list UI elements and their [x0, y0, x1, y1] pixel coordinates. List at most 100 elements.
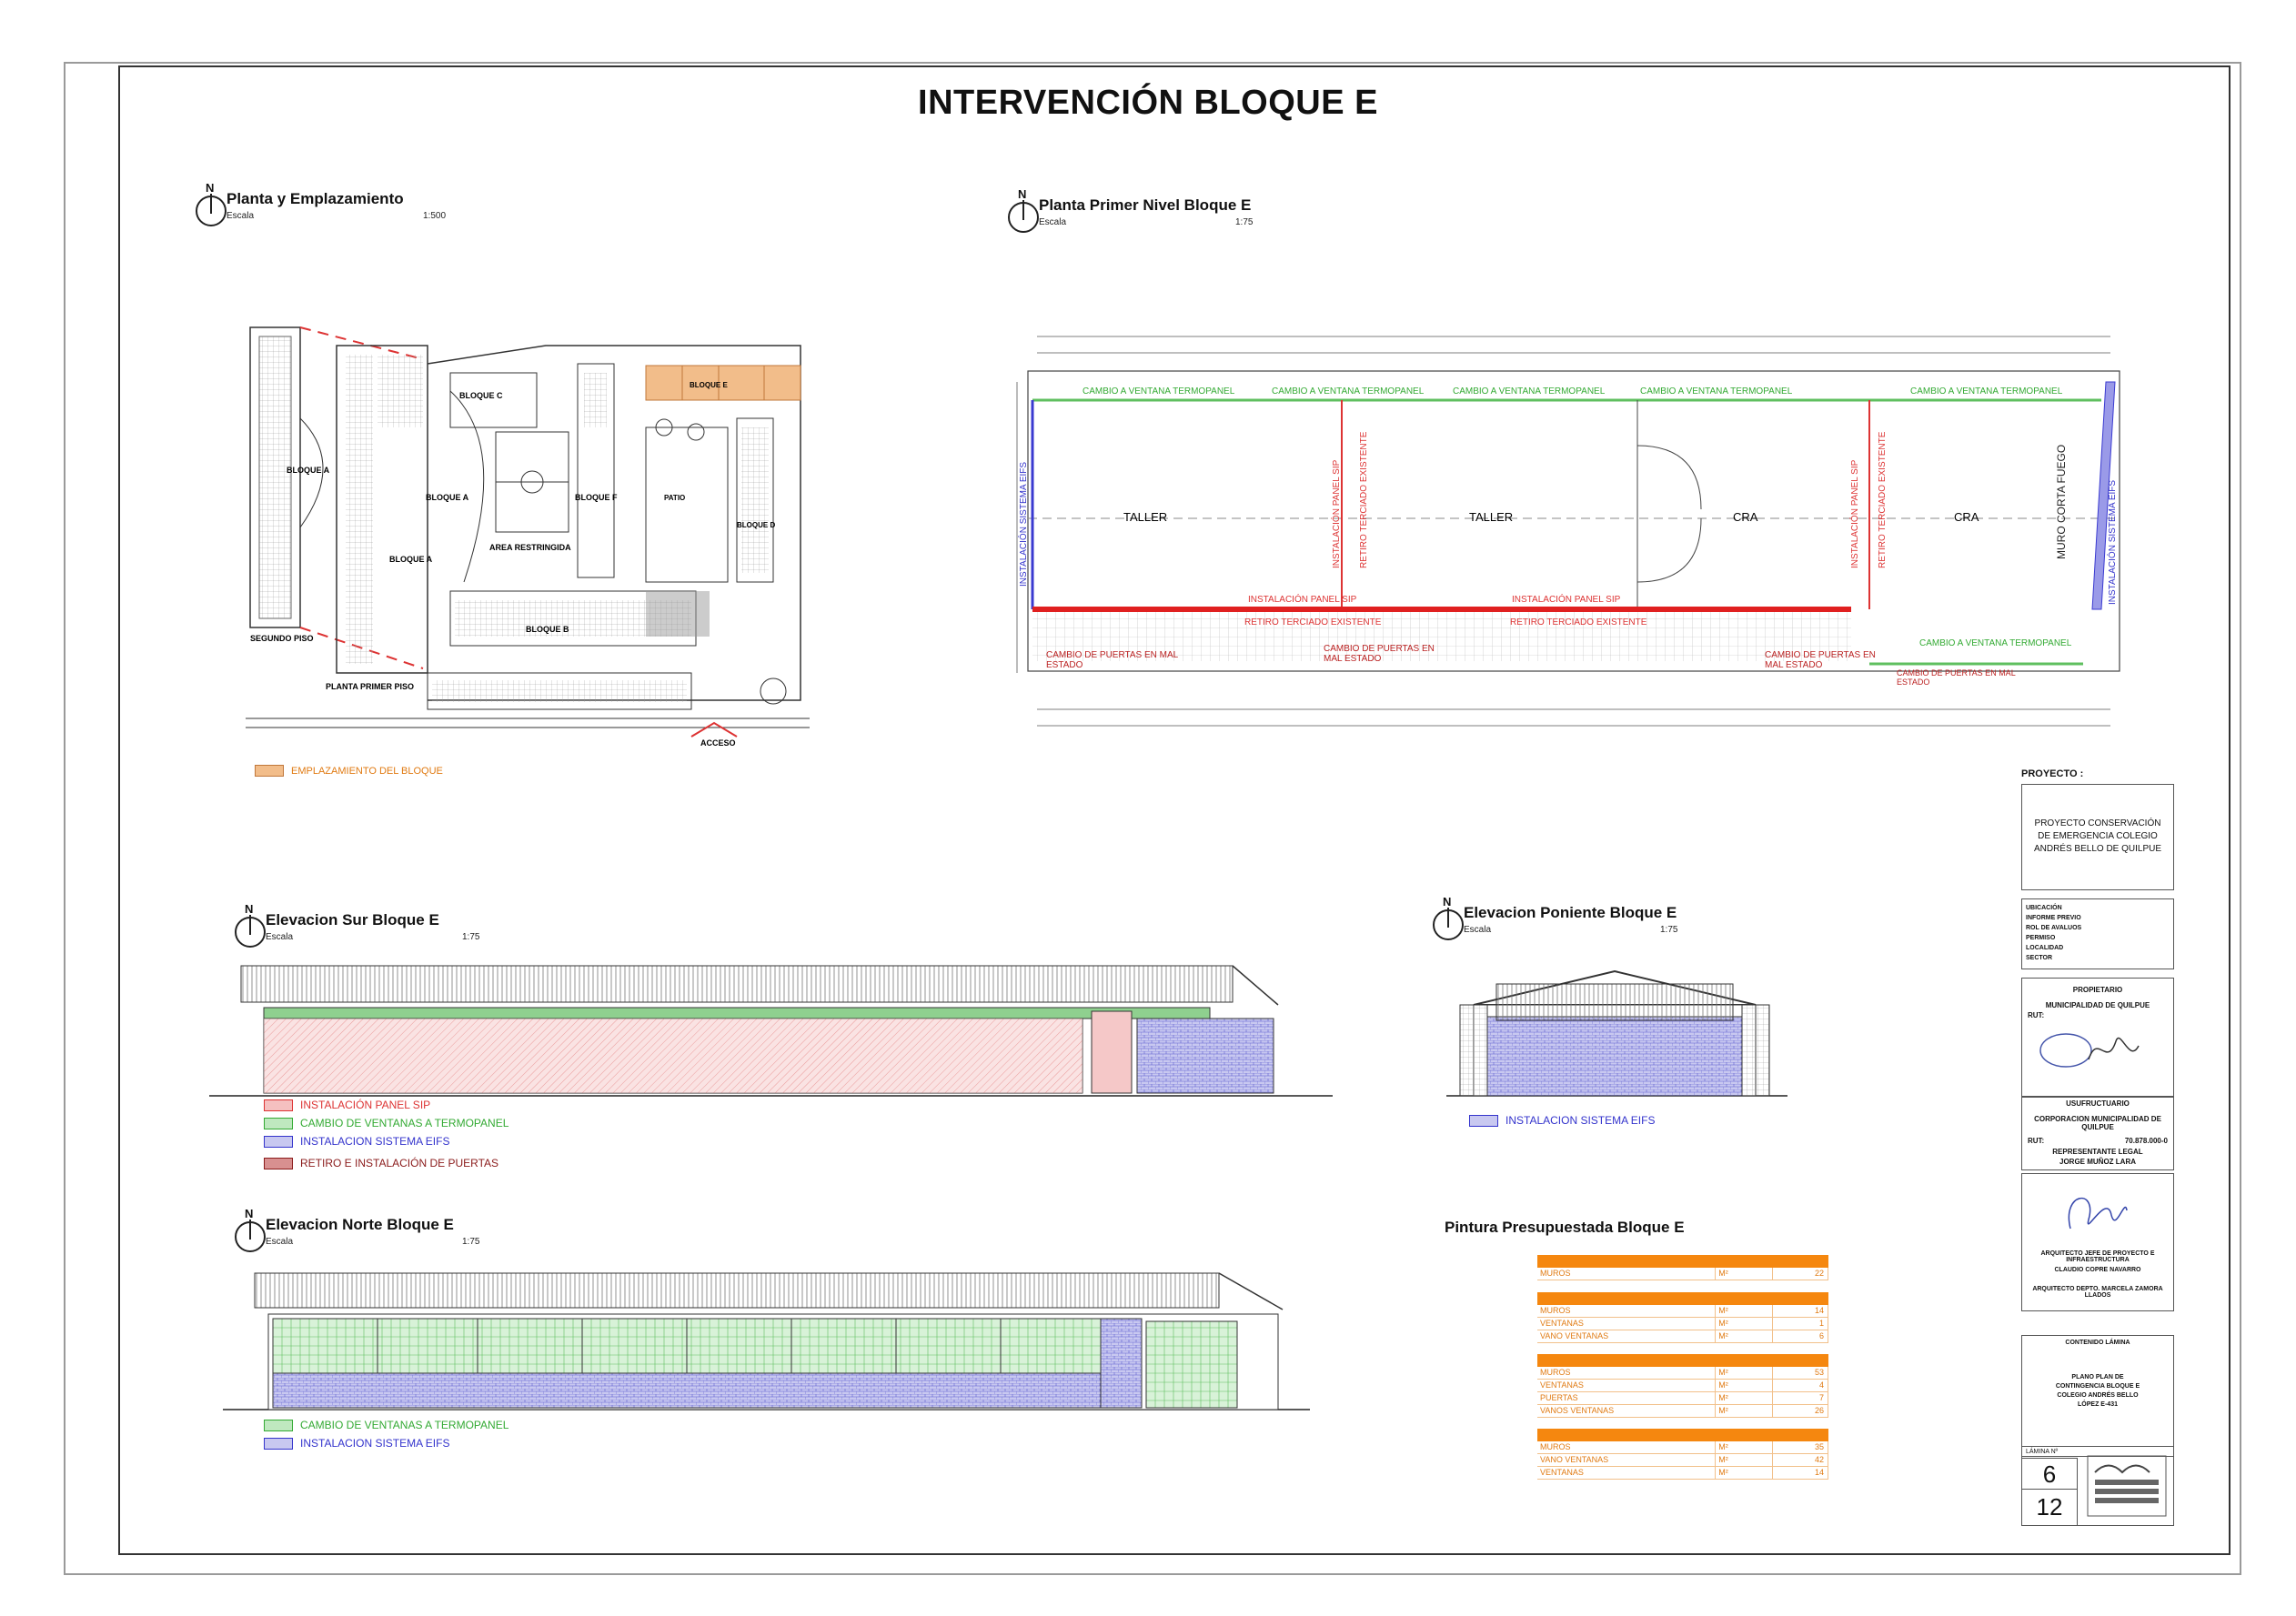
window-note: CAMBIO A VENTANA TERMOPANEL: [1910, 386, 2063, 396]
site-label: BLOQUE A: [426, 493, 469, 502]
paint-item: MUROS: [1537, 1441, 1717, 1453]
propietario-name: MUNICIPALIDAD DE QUILPUE: [2045, 1001, 2150, 1009]
paint-item: VENTANAS: [1537, 1380, 1717, 1391]
section-scale-label: Escala: [266, 1237, 294, 1247]
room-label: CRA: [1954, 510, 1979, 524]
lamina-number: 6: [2022, 1458, 2078, 1490]
window-note: CAMBIO A VENTANA TERMOPANEL: [1453, 386, 1606, 396]
legend-swatch: [255, 765, 284, 778]
title-block-propietario: PROPIETARIO MUNICIPALIDAD DE QUILPUE RUT…: [2021, 978, 2174, 1098]
site-label: BLOQUE B: [526, 625, 569, 634]
rut-label: RUT:: [2028, 1137, 2045, 1145]
retiro-note: RETIRO TERCIADO EXISTENTE: [1510, 617, 1647, 627]
paint-item: VANO VENTANAS: [1537, 1330, 1717, 1342]
site-label: BLOQUE C: [459, 391, 503, 400]
title-block-lamina: LÁMINA Nº 6 12: [2021, 1446, 2174, 1526]
site-label: PLANTA PRIMER PISO: [326, 682, 414, 691]
paint-unit: M²: [1716, 1367, 1774, 1379]
sip-note-vertical: INSTALACIÓN PANEL SIP: [1848, 459, 1860, 568]
contenido-text: PLANO PLAN DE CONTINGENCIA BLOQUE E COLE…: [2055, 1374, 2140, 1408]
legend-poniente: INSTALACION SISTEMA EIFS: [1469, 1114, 1655, 1132]
site-label: BLOQUE A: [389, 555, 433, 564]
window-note: CAMBIO A VENTANA TERMOPANEL: [1640, 386, 1793, 396]
elevacion-norte-drawing: [223, 1272, 1310, 1410]
usufructuario-name: CORPORACION MUNICIPALIDAD DE QUILPUE: [2034, 1115, 2161, 1131]
paint-unit: M²: [1716, 1454, 1774, 1466]
site-label: BLOQUE E: [690, 381, 728, 389]
section-scale-label: Escala: [1464, 925, 1492, 935]
paint-unit: M²: [1716, 1318, 1774, 1330]
signature-icon: [2068, 1197, 2128, 1230]
paint-item: MUROS: [1537, 1268, 1717, 1280]
section-title: Planta y Emplazamiento: [227, 190, 404, 207]
rut-label: RUT:: [2028, 1011, 2045, 1019]
section-scale-label: Escala: [1039, 217, 1067, 227]
paint-item: VENTANAS: [1537, 1467, 1717, 1479]
sheet-outer-frame: [64, 62, 2241, 1575]
section-scale: 1:75: [462, 932, 480, 942]
arquitecto-depto: ARQUITECTO DEPTO. MARCELA ZAMORA LLADOS: [2032, 1286, 2163, 1299]
site-label: SEGUNDO PISO: [250, 634, 314, 643]
pintura-title: Pintura Presupuestada Bloque E: [1445, 1219, 1685, 1236]
legend-text: INSTALACION SISTEMA EIFS: [1505, 1114, 1656, 1127]
info-label: INFORME PREVIO: [2026, 915, 2081, 921]
contenido-label: CONTENIDO LÁMINA: [2065, 1340, 2130, 1346]
legend-text: RETIRO E INSTALACIÓN DE PUERTAS: [300, 1157, 499, 1169]
paint-item: VANOS VENTANAS: [1537, 1405, 1717, 1417]
title-block-usufructuario: USUFRUCTUARIO CORPORACION MUNICIPALIDAD …: [2021, 1096, 2174, 1170]
floor-plan-drawing: TALLER TALLER CRA CRA CAMBIO A VENTANA T…: [1016, 336, 2120, 727]
room-label: CRA: [1733, 510, 1758, 524]
door-note: CAMBIO DE PUERTAS EN MAL ESTADO: [1765, 650, 1876, 670]
paint-unit: M²: [1716, 1441, 1774, 1453]
site-label: BLOQUE F: [575, 493, 618, 502]
info-label: PERMISO: [2026, 935, 2056, 941]
window-note: CAMBIO A VENTANA TERMOPANEL: [1272, 386, 1425, 396]
paint-qty: 26: [1773, 1405, 1828, 1417]
muro-note: MURO CORTA FUEGO: [2055, 445, 2068, 559]
section-scale-label: Escala: [266, 932, 294, 942]
legend-sur: INSTALACIÓN PANEL SIP CAMBIO DE VENTANAS…: [264, 1099, 509, 1175]
section-title: Elevacion Sur Bloque E: [266, 911, 439, 928]
section-scale: 1:75: [462, 1237, 480, 1247]
paint-unit: M²: [1716, 1268, 1774, 1280]
signature-stamp-icon: [2039, 1033, 2140, 1068]
section-scale: 1:75: [1235, 217, 1254, 227]
sheet-inner-frame: [118, 65, 2231, 1555]
paint-qty: 4: [1773, 1380, 1828, 1391]
info-label: UBICACIÓN: [2026, 905, 2062, 911]
title-block-proyecto: PROYECTO CONSERVACIÓN DE EMERGENCIA COLE…: [2021, 784, 2174, 890]
title-block-arquitecto: ARQUITECTO JEFE DE PROYECTO E INFRAESTRU…: [2021, 1173, 2174, 1311]
corporacion-logo-icon: [2087, 1455, 2167, 1517]
door-note: CAMBIO DE PUERTAS EN MAL ESTADO: [1324, 644, 1435, 664]
representante-name: JORGE MUÑOZ LARA: [2059, 1158, 2136, 1166]
sip-note-vertical: INSTALACIÓN PANEL SIP: [1330, 459, 1342, 568]
paint-item: PUERTAS: [1537, 1392, 1717, 1404]
paint-qty: 7: [1773, 1392, 1828, 1404]
legend-text: CAMBIO DE VENTANAS A TERMOPANEL: [300, 1419, 509, 1431]
site-label: BLOQUE D: [737, 521, 775, 529]
sip-note: INSTALACIÓN PANEL SIP: [1248, 593, 1357, 605]
lamina-total: 12: [2022, 1489, 2078, 1525]
site-label: AREA RESTRINGIDA: [489, 543, 571, 552]
door-note: CAMBIO DE PUERTAS EN MAL ESTADO: [1897, 668, 2016, 687]
representante-label: REPRESENTANTE LEGAL: [2052, 1148, 2143, 1156]
paint-item: MUROS: [1537, 1367, 1717, 1379]
section-scale: 1:75: [1660, 925, 1678, 935]
info-label: ROL DE AVALUOS: [2026, 925, 2082, 931]
paint-qty: 14: [1773, 1305, 1828, 1317]
section-scale-label: Escala: [227, 211, 255, 221]
site-label: BLOQUE A: [287, 466, 330, 475]
north-arrow-icon: N: [196, 181, 227, 226]
eifs-note: INSTALACIÓN SISTEMA EIFS: [2106, 480, 2118, 605]
section-scale: 1:500: [423, 211, 447, 221]
paint-unit: M²: [1716, 1330, 1774, 1342]
elevacion-sur-drawing: [209, 965, 1333, 1097]
paint-qty: 35: [1773, 1441, 1828, 1453]
paint-unit: M²: [1716, 1392, 1774, 1404]
paint-qty: 6: [1773, 1330, 1828, 1342]
paint-qty: 53: [1773, 1367, 1828, 1379]
title-block-contenido: CONTENIDO LÁMINA PLANO PLAN DE CONTINGEN…: [2021, 1335, 2174, 1457]
window-note: CAMBIO A VENTANA TERMOPANEL: [1083, 386, 1235, 396]
window-note: CAMBIO A VENTANA TERMOPANEL: [1919, 638, 2072, 648]
